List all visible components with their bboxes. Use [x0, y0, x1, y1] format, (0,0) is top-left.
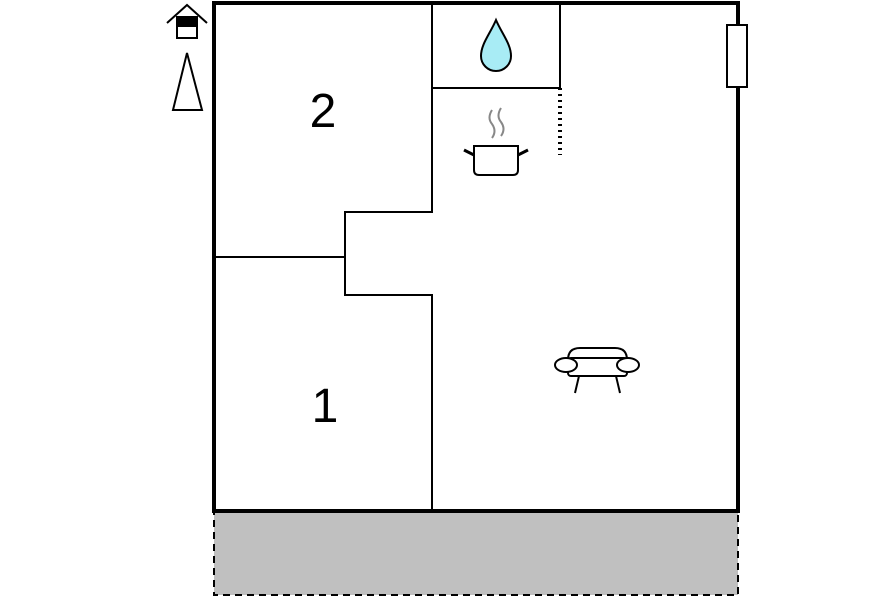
- house-north-arrow-icon: [166, 3, 208, 111]
- sofa-icon: [554, 347, 640, 394]
- water-drop-icon: [479, 17, 513, 72]
- room-label-2: 2: [310, 85, 337, 138]
- room-label-1: 1: [312, 380, 339, 433]
- window-icon: [726, 24, 748, 88]
- interior-walls: [214, 3, 561, 511]
- cooking-pot-icon: [463, 107, 529, 176]
- north-arrow-icon: [171, 52, 204, 111]
- terrace-area: [213, 510, 739, 596]
